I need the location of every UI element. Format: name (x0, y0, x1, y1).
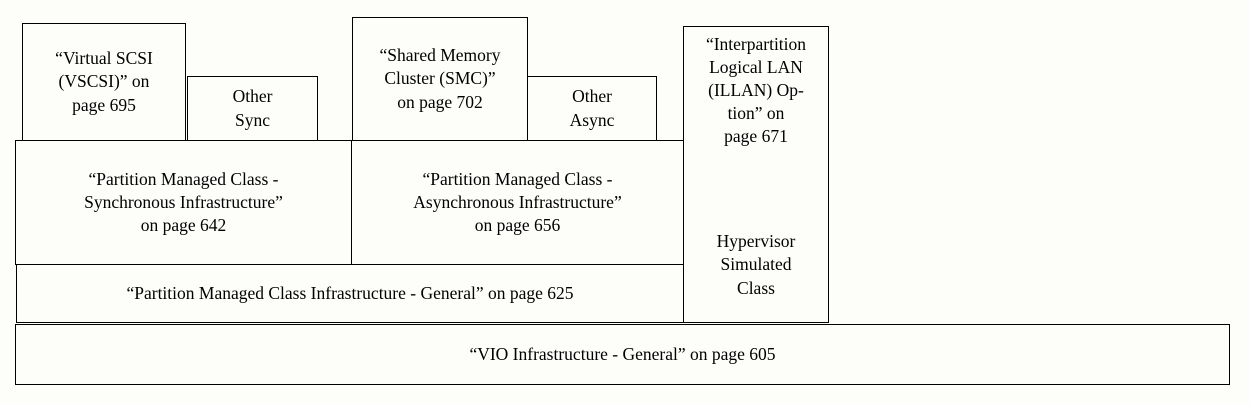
box-interpartition-logical-lan-label: “Interpartition Logical LAN (ILLAN) Op- … (705, 34, 807, 147)
box-partition-managed-class-general-label: “Partition Managed Class Infrastructure … (126, 282, 574, 303)
box-other-sync-label: Other Sync (232, 86, 273, 130)
box-partition-managed-class-asynchronous-label: “Partition Managed Class - Asynchronous … (413, 168, 622, 236)
box-shared-memory-cluster[interactable]: “Shared Memory Cluster (SMC)” on page 70… (352, 17, 528, 141)
box-hypervisor-simulated-class-label: Hypervisor Simulated Class (716, 231, 796, 298)
box-hypervisor-simulated-class[interactable]: Hypervisor Simulated Class (683, 210, 829, 320)
box-interpartition-logical-lan[interactable]: “Interpartition Logical LAN (ILLAN) Op- … (683, 26, 829, 323)
box-other-async[interactable]: Other Async (527, 76, 657, 141)
box-other-sync[interactable]: Other Sync (187, 76, 318, 141)
box-partition-managed-class-general[interactable]: “Partition Managed Class Infrastructure … (16, 264, 684, 323)
box-virtual-scsi-label: “Virtual SCSI (VSCSI)” on page 695 (55, 48, 153, 115)
box-other-async-label: Other Async (569, 86, 615, 130)
box-shared-memory-cluster-label: “Shared Memory Cluster (SMC)” on page 70… (379, 45, 501, 112)
box-partition-managed-class-asynchronous[interactable]: “Partition Managed Class - Asynchronous … (351, 140, 684, 265)
box-vio-infrastructure-general[interactable]: “VIO Infrastructure - General” on page 6… (15, 324, 1230, 385)
box-partition-managed-class-synchronous-label: “Partition Managed Class - Synchronous I… (84, 168, 283, 236)
box-vio-infrastructure-general-label: “VIO Infrastructure - General” on page 6… (469, 343, 776, 364)
box-virtual-scsi[interactable]: “Virtual SCSI (VSCSI)” on page 695 (22, 23, 186, 141)
box-partition-managed-class-synchronous[interactable]: “Partition Managed Class - Synchronous I… (15, 140, 352, 265)
